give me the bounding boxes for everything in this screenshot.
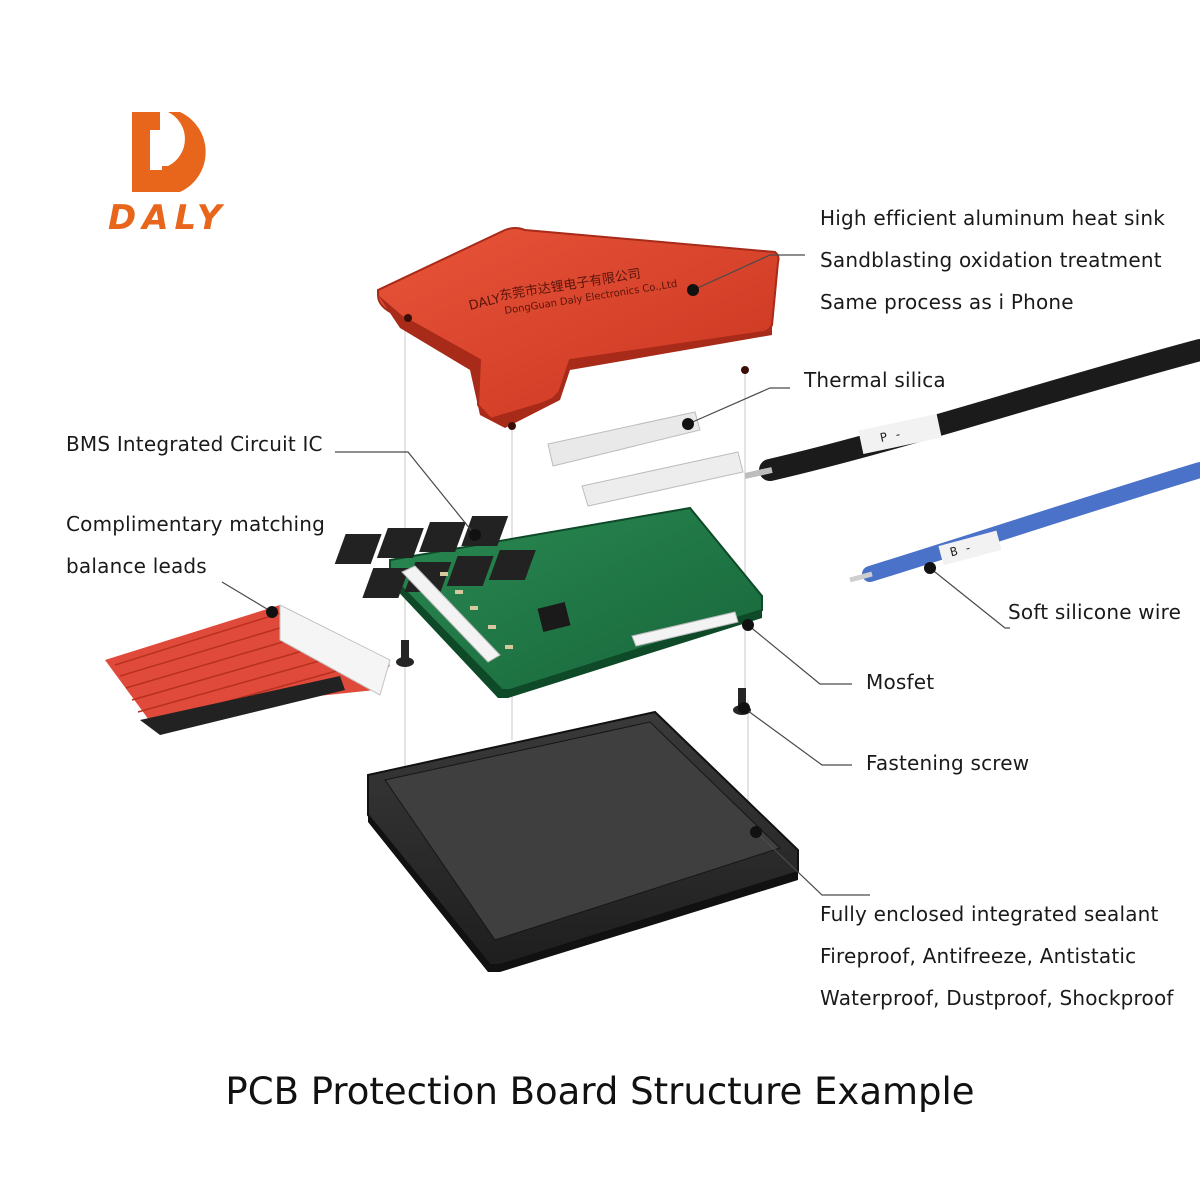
black-p-minus-wire: P - [744,339,1200,481]
enclosure-case [367,710,799,972]
heat-sink: DALY 东莞市达锂电子有限公司 DongGuan Daly Electroni… [377,227,780,430]
heat-sink-label-3: Same process as i Phone [820,290,1074,314]
b-minus-tag: B - [949,540,974,559]
daly-logo-icon [132,112,206,192]
thermal-silica-label: Thermal silica [804,368,946,392]
balance-leads-label-1: Complimentary matching [66,512,326,536]
diagram-title: PCB Protection Board Structure Example [225,1070,975,1113]
leader-lines [221,254,1010,896]
brand-logo-text: DALY [108,198,228,238]
heat-sink-label-2: Sandblasting oxidation treatment [820,248,1162,272]
balance-leads-label-2: balance leads [66,554,207,578]
thermal-silica-pads [547,411,744,507]
blue-b-minus-wire: B - [849,462,1200,583]
soft-wire-label: Soft silicone wire [1008,600,1182,624]
enclosure-label-3: Waterproof, Dustproof, Shockproof [820,986,1174,1010]
enclosure-label-2: Fireproof, Antifreeze, Antistatic [820,944,1137,968]
balance-leads [105,604,391,735]
bms-ic-label: BMS Integrated Circuit IC [66,432,323,456]
screw-label: Fastening screw [866,751,1030,775]
p-minus-tag: P - [879,427,903,445]
mosfet-label: Mosfet [866,670,935,694]
enclosure-label-1: Fully enclosed integrated sealant [820,902,1159,926]
leader-dots [266,284,936,838]
heat-sink-label-1: High efficient aluminum heat sink [820,206,1165,230]
pcb-board [334,506,763,698]
